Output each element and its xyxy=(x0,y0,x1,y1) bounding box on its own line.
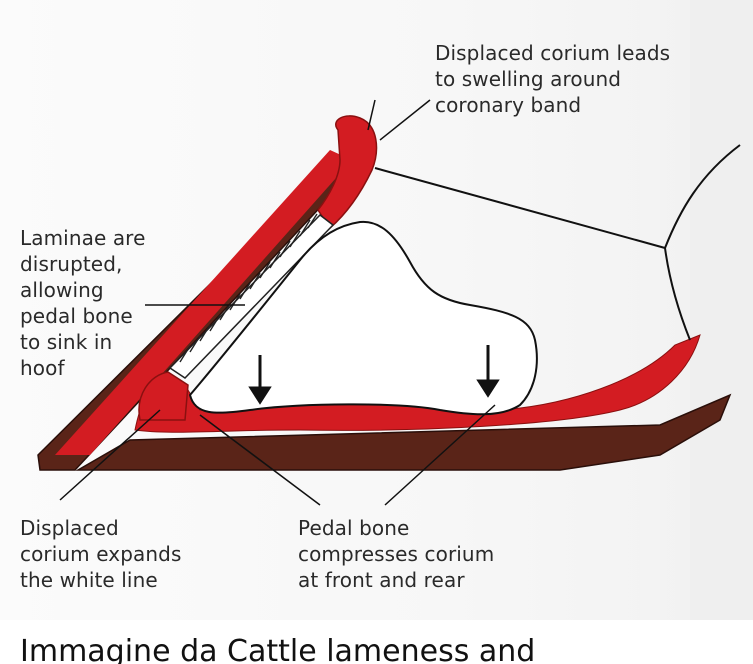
label-pedal-bone: Pedal bone compresses corium at front an… xyxy=(298,515,494,593)
coronary-hair xyxy=(368,100,375,130)
label-white-line: Displaced corium expands the white line xyxy=(20,515,181,593)
label-laminae: Laminae are disrupted, allowing pedal bo… xyxy=(20,225,145,381)
hoof-diagram: Displaced corium leads to swelling aroun… xyxy=(0,0,753,620)
leader-coronary xyxy=(380,100,430,140)
skin-line xyxy=(375,168,665,248)
heel-bulb xyxy=(665,248,690,340)
label-coronary-band: Displaced corium leads to swelling aroun… xyxy=(435,40,670,118)
image-caption: Immagine da Cattle lameness and xyxy=(20,632,535,664)
page-shadow xyxy=(690,0,753,620)
